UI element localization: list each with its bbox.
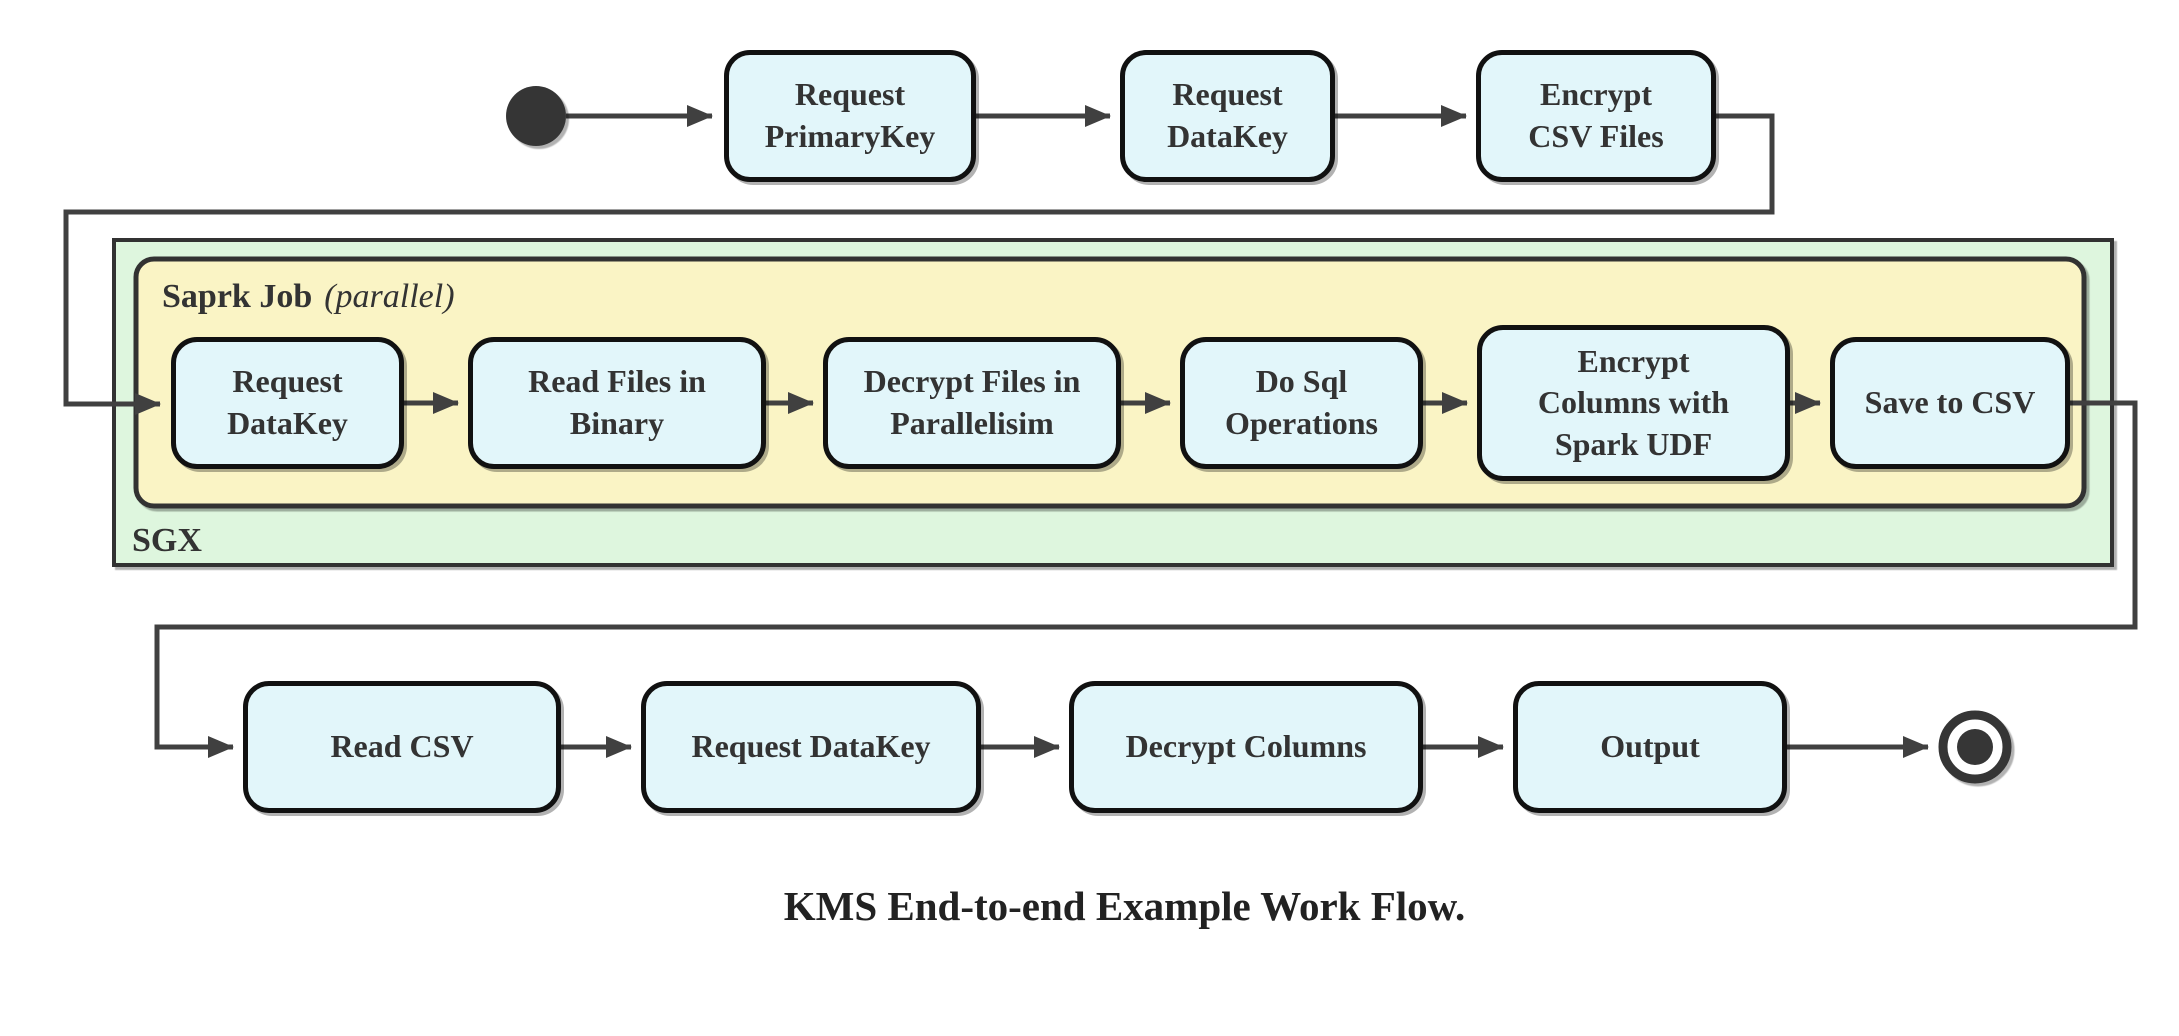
node-label: Read CSV [330,728,474,765]
node-encrypt-columns-with-spark-udf: Encrypt Columns with Spark UDF [1477,325,1790,481]
node-decrypt-files-in-parallelisim: Decrypt Files in Parallelisim [823,337,1121,469]
node-label: Request DataKey [691,728,931,765]
node-request-datakey-top: Request DataKey [1120,50,1335,182]
node-request-datakey-client: Request DataKey [641,681,981,813]
node-decrypt-columns: Decrypt Columns [1069,681,1423,813]
node-label: Decrypt Columns [1125,728,1367,765]
node-do-sql-operations: Do Sql Operations [1180,337,1423,469]
node-label: Encrypt Columns with Spark UDF [1537,342,1730,462]
node-label: Request PrimaryKey [764,76,936,154]
diagram-caption: KMS End-to-end Example Work Flow. [783,883,1466,929]
node-label: Do Sql Operations [1225,363,1378,441]
node-label: Decrypt Files in Parallelisim [863,363,1081,441]
edge-encrypt-csv-files-to-sgx-request-datakey [63,113,1775,415]
node-label: Encrypt CSV Files [1528,76,1664,154]
node-output: Output [1513,681,1787,813]
edge-save-to-csv-to-read-csv [154,400,2138,758]
spark-job-qualifier: (parallel) [324,278,455,315]
node-label: Output [1600,728,1700,765]
node-request-datakey-sgx: Request DataKey [171,337,404,469]
spark-job-container-label: Saprk Job (parallel) [162,278,455,316]
node-label: Request DataKey [1167,76,1288,154]
node-label: Read Files in Binary [528,363,706,441]
node-read-files-in-binary: Read Files in Binary [468,337,766,469]
spark-job-title: Saprk Job [162,278,313,315]
final-state-inner-dot-icon [1957,729,1993,765]
node-save-to-csv: Save to CSV [1830,337,2070,469]
sgx-container-label: SGX [132,522,202,559]
node-label: Request DataKey [227,363,348,441]
initial-state-icon [506,86,566,146]
node-label: Save to CSV [1864,384,2036,421]
node-read-csv: Read CSV [243,681,561,813]
node-request-primarykey: Request PrimaryKey [724,50,976,182]
node-encrypt-csv-files: Encrypt CSV Files [1476,50,1716,182]
